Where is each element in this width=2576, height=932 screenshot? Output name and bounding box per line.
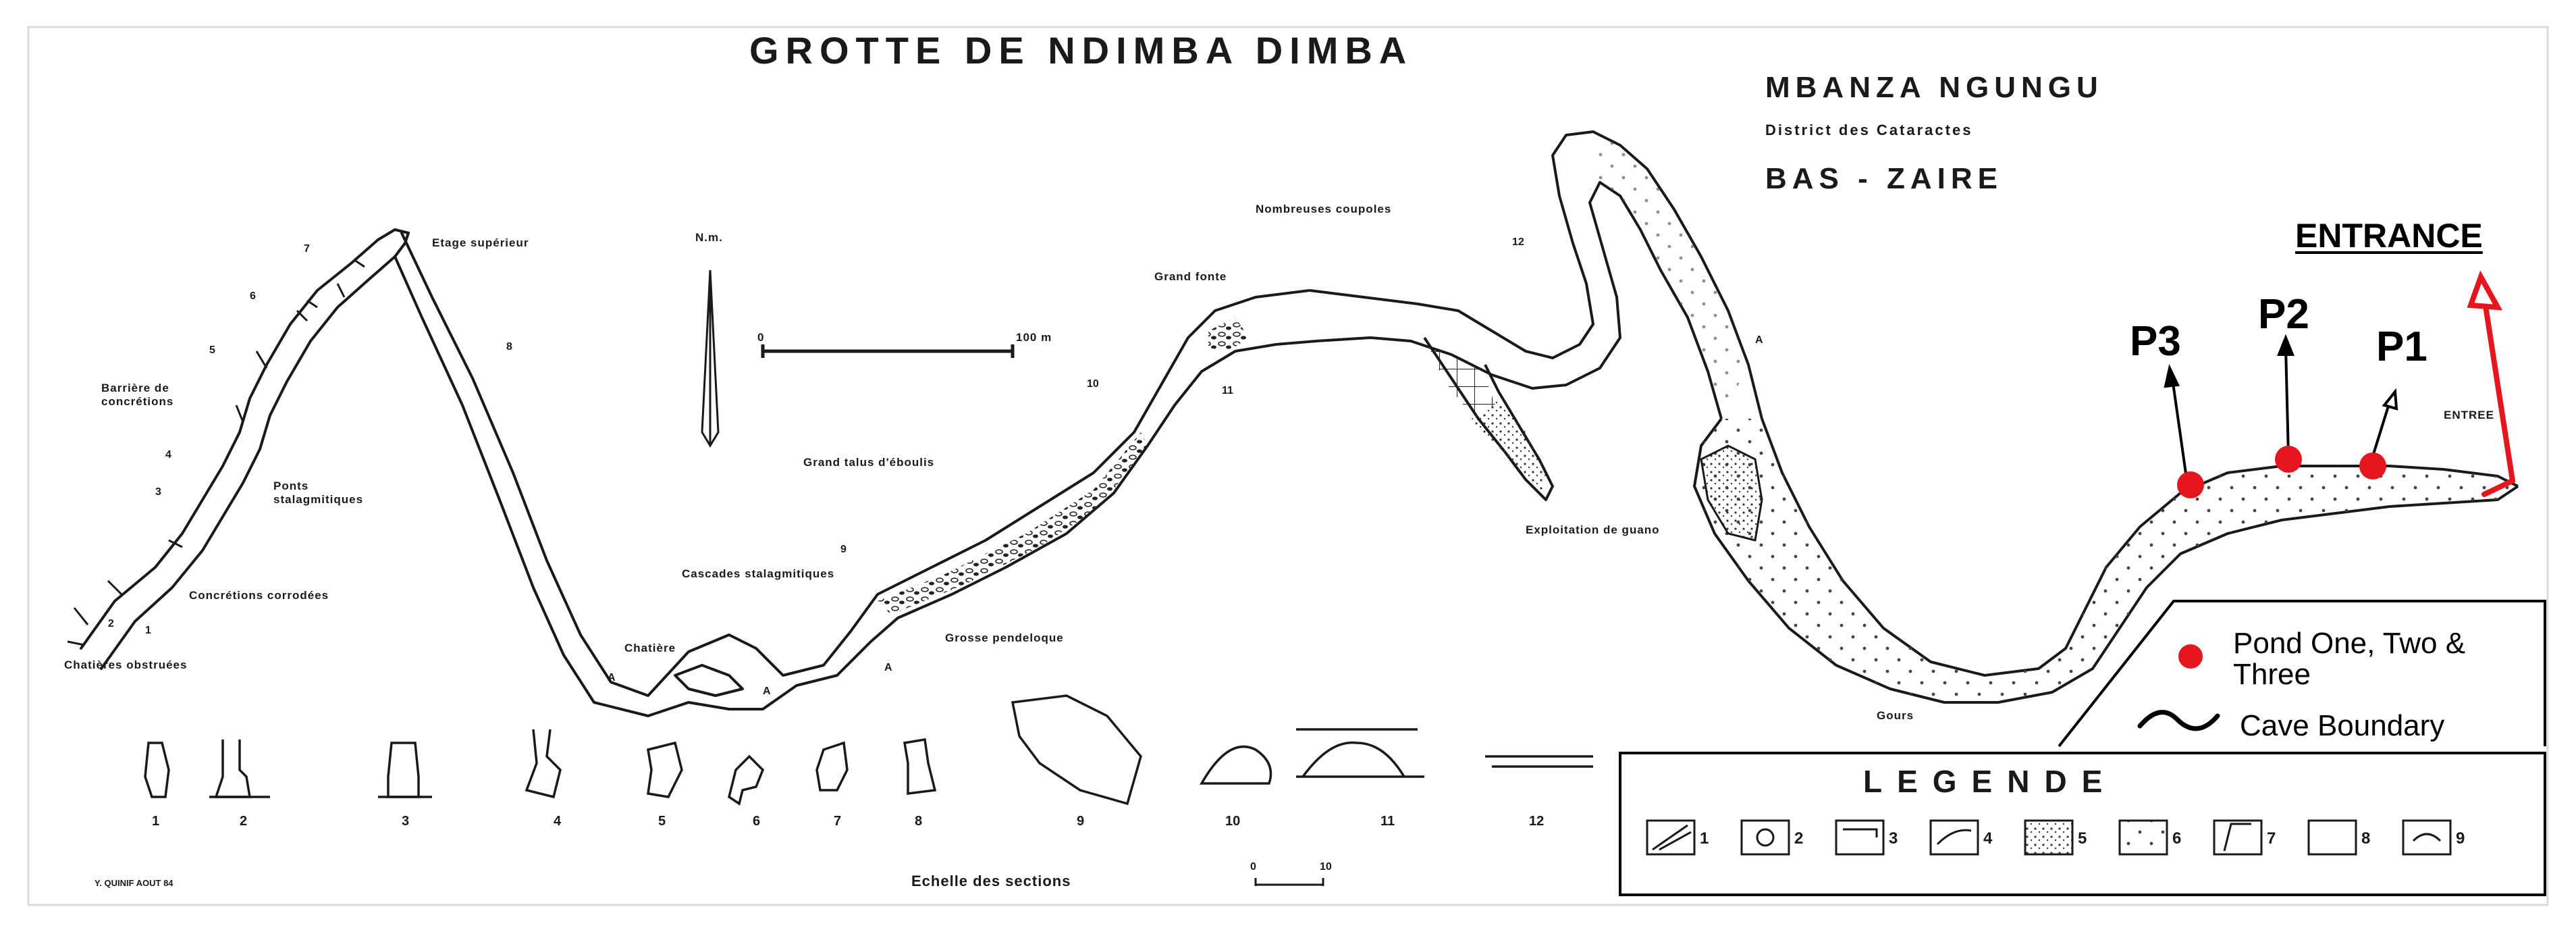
loop-dots: [1590, 132, 1748, 419]
district-name: District des Cataractes: [1765, 122, 1973, 138]
talus-fill: [878, 432, 1148, 615]
section-scale: [1254, 878, 1324, 886]
section-number: 7: [834, 814, 842, 829]
cave-passage-central: [647, 289, 1317, 717]
section-number: 11: [1380, 814, 1395, 829]
inset-pond-label: Pond One, Two & Three: [2233, 627, 2466, 691]
passage-number: 2: [108, 618, 114, 629]
section-number: 2: [240, 814, 248, 829]
label-barriere: Barrière de concrétions: [101, 382, 174, 408]
passage-letter: A: [1755, 334, 1763, 346]
passage-number: 5: [209, 344, 215, 356]
north-arrow: [701, 269, 720, 448]
inset-pond-symbol: [2178, 644, 2203, 669]
legend-number: 1: [1700, 829, 1709, 848]
legend-number: 2: [1794, 829, 1804, 848]
north-label: N.m.: [695, 231, 723, 244]
section-number: 1: [152, 814, 160, 829]
legend-number: 8: [2361, 829, 2371, 848]
pond-marker-p1: [2359, 452, 2386, 480]
passage-number: 11: [1222, 385, 1233, 396]
passage-number: 7: [304, 243, 310, 255]
passage-letter: A: [763, 685, 771, 697]
section-scale-label: Echelle des sections: [911, 873, 1071, 889]
legend-number: 4: [1983, 829, 1993, 848]
passage-number: 4: [165, 449, 171, 461]
pond-marker-p3: [2177, 471, 2204, 498]
label-cascades: Cascades stalagmitiques: [682, 567, 835, 580]
section-scale-start: 0: [1250, 861, 1256, 873]
label-etage-superieur: Etage supérieur: [432, 236, 529, 249]
pond-markers: [2177, 446, 2386, 669]
section-number: 8: [915, 814, 923, 829]
cave-passage-west: [80, 228, 649, 717]
guano-fill: [1700, 444, 1763, 542]
passage-spurs: [67, 259, 365, 646]
figure-frame: [27, 26, 2549, 906]
legend-box: [1619, 752, 2546, 896]
label-gours: Gours: [1877, 709, 1914, 722]
label-chatieres-obstruees: Chatières obstruées: [64, 658, 188, 671]
label-chatiere: Chatière: [624, 642, 676, 654]
passage-letter: A: [608, 672, 616, 683]
section-number: 5: [658, 814, 666, 829]
legend-title: LEGENDE: [1863, 764, 2118, 799]
passage-number: 8: [506, 341, 512, 353]
east-passage-dots: [1694, 419, 2518, 702]
stipple-branch-fill: [1472, 398, 1546, 496]
pond-arrows: [2164, 334, 2398, 484]
passage-number: 9: [840, 544, 847, 555]
map-title: GROTTE DE NDIMBA DIMBA: [749, 29, 1414, 72]
legend-symbols: [1646, 819, 2452, 856]
scale-start: 0: [757, 331, 765, 344]
passage-number: 10: [1087, 378, 1099, 390]
inset-boundary-label: Cave Boundary: [2240, 709, 2445, 742]
section-scale-end: 10: [1320, 861, 1332, 873]
province-name: BAS - ZAIRE: [1765, 162, 2003, 195]
label-concretions-corrodees: Concrétions corrodées: [189, 589, 329, 602]
scale-end: 100 m: [1016, 331, 1052, 344]
passage-number: 1: [145, 625, 151, 636]
entrance-arrow: [2467, 270, 2515, 497]
legend-number: 9: [2456, 829, 2465, 848]
cross-sections: [144, 694, 1593, 806]
section-number: 6: [753, 814, 761, 829]
scale-bar: [761, 344, 1015, 358]
grand-fonte-fill: [1208, 317, 1249, 351]
pond-label-p2: P2: [2258, 291, 2309, 338]
region-name: MBANZA NGUNGU: [1765, 71, 2103, 104]
label-grand-talus: Grand talus d'éboulis: [803, 456, 935, 469]
label-coupoles: Nombreuses coupoles: [1256, 203, 1392, 215]
section-number: 3: [402, 814, 410, 829]
cave-boundary-symbol: [2137, 710, 2220, 731]
pond-marker-p2: [2275, 446, 2302, 473]
label-entree: ENTREE: [2444, 409, 2494, 421]
section-number: 9: [1077, 814, 1085, 829]
section-number: 12: [1529, 814, 1545, 829]
section-number: 4: [554, 814, 562, 829]
label-guano: Exploitation de guano: [1526, 523, 1660, 536]
passage-letter: A: [884, 662, 892, 673]
legend-number: 7: [2267, 829, 2276, 848]
label-grosse-pendeloque: Grosse pendeloque: [945, 631, 1064, 644]
label-grand-fonte: Grand fonte: [1154, 270, 1227, 283]
passage-number: 12: [1512, 236, 1524, 248]
section-number: 10: [1225, 814, 1241, 829]
survey-credit: Y. QUINIF AOUT 84: [95, 878, 173, 888]
inset-legend-box: [2058, 600, 2546, 748]
legend-number: 3: [1889, 829, 1898, 848]
entrance-label: ENTRANCE: [2295, 217, 2483, 255]
pond-label-p1: P1: [2376, 323, 2427, 370]
passage-number: 6: [250, 290, 256, 302]
label-ponts: Ponts stalagmitiques: [273, 480, 364, 506]
passage-number: 3: [155, 486, 161, 498]
legend-number: 6: [2172, 829, 2182, 848]
legend-number: 5: [2078, 829, 2087, 848]
pond-label-p3: P3: [2130, 318, 2181, 365]
grid-branch-fill: [1428, 344, 1495, 415]
